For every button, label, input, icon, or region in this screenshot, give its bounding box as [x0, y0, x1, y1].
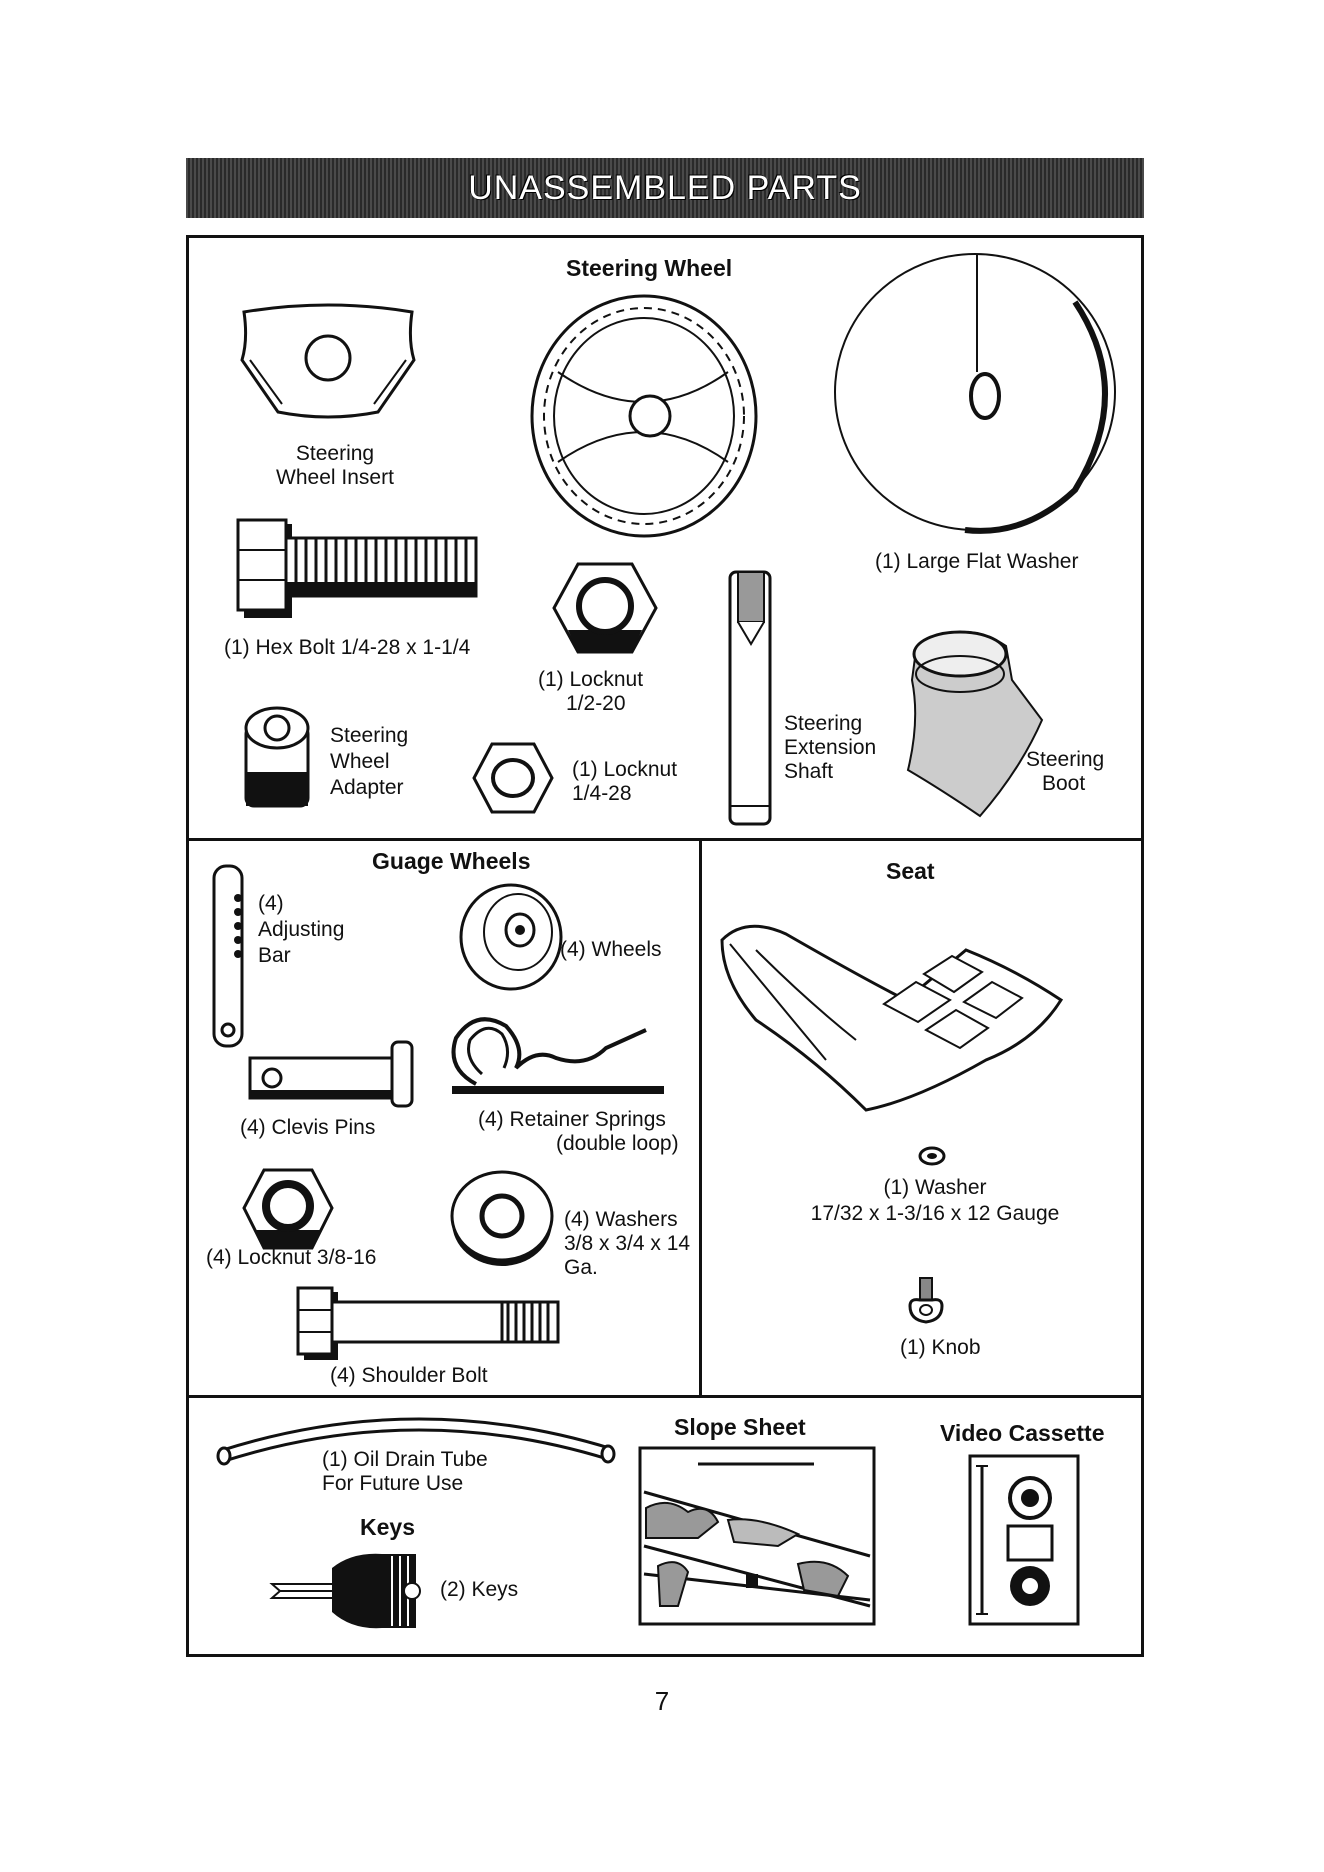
keys-label: (2) Keys [440, 1578, 519, 1601]
washers-label-3: Ga. [564, 1256, 598, 1279]
seat-washer-label-1: (1) Washer [883, 1176, 987, 1199]
slope-sheet-heading: Slope Sheet [674, 1414, 806, 1440]
adj-bar-label-2: Adjusting [258, 918, 345, 941]
bottom-panel [186, 1395, 1144, 1657]
retainer-label-2: (double loop) [556, 1132, 679, 1155]
keys-heading: Keys [360, 1514, 415, 1540]
key-icon [269, 1553, 421, 1629]
shoulder-bolt-label: (4) Shoulder Bolt [330, 1364, 488, 1387]
slope-sheet-icon [638, 1446, 876, 1626]
knob-label: (1) Knob [900, 1336, 981, 1359]
locknut-a-label-1: (1) Locknut [538, 668, 644, 691]
steering-wheel-icon [530, 294, 758, 538]
knob-icon [908, 1277, 944, 1324]
washers-label-2: 3/8 x 3/4 x 14 [564, 1232, 691, 1255]
locknut-a-label-2: 1/2-20 [566, 692, 626, 715]
locknut-half-inch-icon [552, 562, 658, 654]
adj-bar-label-1: (4) [258, 892, 284, 915]
adapter-label-3: Adapter [330, 776, 404, 799]
washer-icon [450, 1170, 554, 1266]
locknut-b-label-1: (1) Locknut [572, 758, 678, 781]
ext-shaft-label-1: Steering [784, 712, 863, 735]
steering-wheel-insert-icon [240, 303, 416, 419]
clevis-label: (4) Clevis Pins [240, 1116, 376, 1139]
adapter-label-2: Wheel [330, 750, 390, 773]
hex-bolt-icon [236, 518, 478, 618]
seat-heading: Seat [886, 858, 935, 884]
retainer-spring-icon [451, 1017, 664, 1094]
page-number: 7 [654, 1686, 670, 1716]
steering-wheel-adapter-icon [244, 706, 310, 808]
steering-boot-icon [906, 630, 1044, 818]
ext-shaft-label-3: Shaft [784, 760, 834, 783]
boot-label-2: Boot [1042, 772, 1086, 795]
wheel-insert-label-2: Wheel Insert [276, 466, 394, 489]
drain-tube-label-2: For Future Use [322, 1472, 464, 1495]
video-cassette-icon [968, 1454, 1080, 1626]
guage-wheels-heading: Guage Wheels [372, 848, 531, 874]
wheels-label: (4) Wheels [560, 938, 662, 961]
adapter-label-1: Steering [330, 724, 409, 747]
retainer-label-1: (4) Retainer Springs [478, 1108, 666, 1131]
locknut-b-label-2: 1/4-28 [572, 782, 632, 805]
banner-title: UNASSEMBLED PARTS [468, 168, 862, 207]
boot-label-1: Steering [1026, 748, 1105, 771]
wheel-insert-label-1: Steering [295, 442, 375, 465]
oil-drain-tube-icon [216, 1417, 616, 1466]
steering-extension-shaft-icon [728, 570, 772, 826]
locknut-quarter-inch-icon [472, 742, 554, 814]
hex-bolt-label: (1) Hex Bolt 1/4-28 x 1-1/4 [224, 636, 471, 659]
adjusting-bar-icon [212, 864, 244, 1048]
gauge-wheel-icon [459, 883, 563, 991]
shoulder-bolt-icon [296, 1286, 560, 1360]
video-cassette-heading: Video Cassette [940, 1420, 1105, 1446]
seat-washer-icon [918, 1146, 946, 1166]
drain-tube-label-1: (1) Oil Drain Tube [322, 1448, 488, 1471]
washers-label-1: (4) Washers [564, 1208, 678, 1231]
large-flat-washer-icon [834, 253, 1116, 534]
flat-washer-label: (1) Large Flat Washer [875, 550, 1079, 573]
locknut-c-label: (4) Locknut 3/8-16 [206, 1246, 377, 1269]
steering-wheel-heading: Steering Wheel [566, 255, 733, 281]
seat-washer-label-2: 17/32 x 1-3/16 x 12 Gauge [810, 1202, 1060, 1225]
section-banner: UNASSEMBLED PARTS [186, 158, 1144, 218]
clevis-pin-icon [248, 1040, 414, 1108]
locknut-three-eighths-icon [242, 1168, 334, 1250]
seat-icon [720, 924, 1064, 1112]
ext-shaft-label-2: Extension [784, 736, 877, 759]
adj-bar-label-3: Bar [258, 944, 291, 967]
